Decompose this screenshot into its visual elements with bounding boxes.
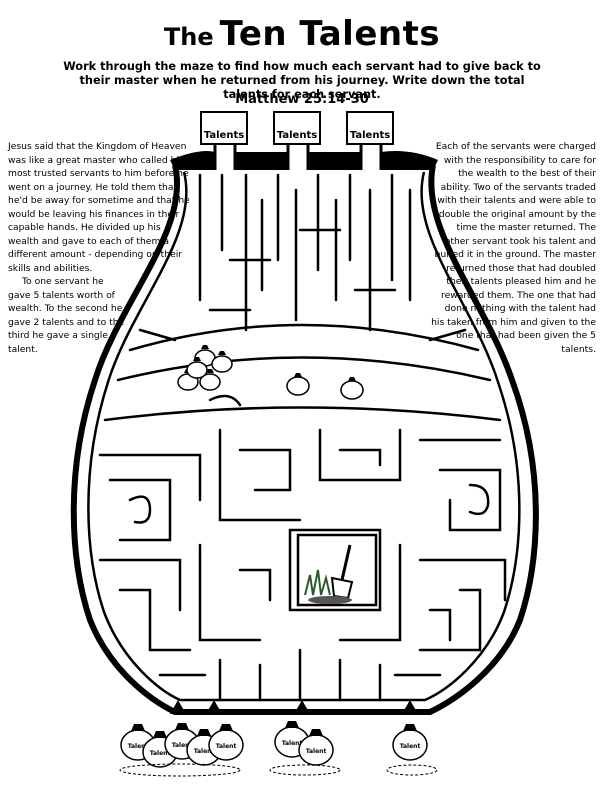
title-prefix: The: [163, 23, 214, 51]
maze-bags: [177, 345, 364, 400]
bottom-bags: Talent Talent Talent Talent Talent Talen…: [119, 721, 438, 777]
bible-verse: Matthew 25:14-30: [235, 92, 369, 107]
grass-icon: [304, 569, 331, 596]
money-bag-icon: [186, 357, 208, 379]
answer-box-3[interactable]: Talents: [346, 111, 394, 145]
bag-label: Talent: [172, 742, 193, 749]
right-story-para: Each of the servants were charged with t…: [431, 141, 596, 355]
right-story: Each of the servants were charged with t…: [431, 140, 596, 356]
arrow-up-icon: [206, 700, 222, 714]
arrow-up-icon: [402, 700, 418, 714]
bag-label: Talent: [194, 748, 215, 755]
arrow-up-icon: [170, 700, 186, 714]
answer-box-label: Talents: [203, 130, 245, 141]
money-bag-icon: [340, 377, 364, 400]
money-bag-icon: Talent: [298, 729, 334, 766]
vase-outline: [70, 164, 539, 715]
exit-arrows: [170, 700, 418, 714]
money-bag-icon: [286, 373, 310, 396]
left-story: Jesus said that the Kingdom of Heaven wa…: [8, 140, 193, 356]
bag-label: Talent: [306, 748, 327, 755]
left-story-para-2: To one servant he gave 5 talents worth o…: [8, 276, 125, 355]
instructions: Work through the maze to find how much e…: [63, 60, 541, 101]
vase-neck: [170, 151, 438, 170]
answer-box-label: Talents: [349, 130, 391, 141]
answer-box-2[interactable]: Talents: [273, 111, 321, 145]
title-main: Ten Talents: [219, 14, 441, 54]
bag-label: Talent: [216, 743, 237, 750]
answer-box-label: Talents: [276, 130, 318, 141]
arrow-up-icon: [294, 700, 310, 714]
bag-label: Talent: [128, 743, 149, 750]
money-bag-icon: [211, 351, 233, 373]
bag-label: Talent: [400, 743, 421, 750]
money-bag-icon: [199, 369, 221, 391]
money-bag-icon: Talent: [208, 724, 244, 761]
money-bag-icon: Talent: [392, 724, 428, 761]
answer-box-1[interactable]: Talents: [200, 111, 248, 145]
buried-talent-scene: [296, 533, 378, 607]
bag-label: Talent: [282, 740, 303, 747]
maze-walls: [98, 173, 507, 702]
bag-label: Talent: [150, 750, 171, 757]
left-story-para-1: Jesus said that the Kingdom of Heaven wa…: [8, 141, 190, 274]
